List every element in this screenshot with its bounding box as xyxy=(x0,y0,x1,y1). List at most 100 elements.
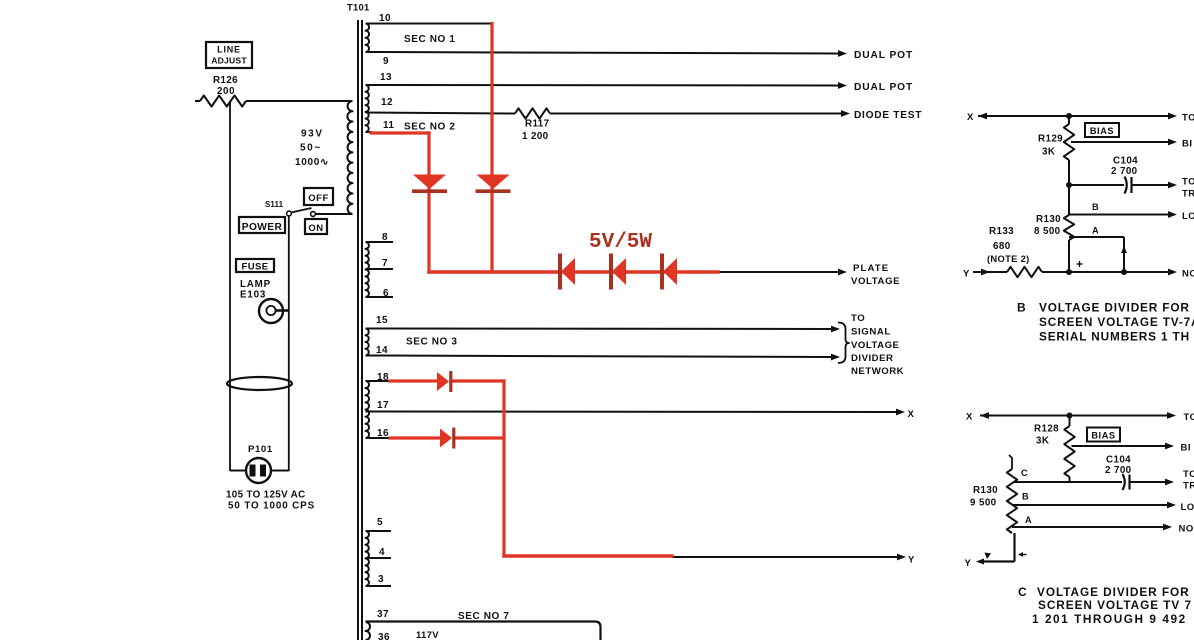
svg-text:X: X xyxy=(967,112,974,123)
svg-text:105 TO 125V AC: 105 TO 125V AC xyxy=(226,490,306,501)
svg-text:X: X xyxy=(966,412,973,423)
svg-text:R130: R130 xyxy=(973,485,998,496)
svg-text:8: 8 xyxy=(382,232,388,243)
svg-text:C104: C104 xyxy=(1113,156,1138,167)
svg-text:6: 6 xyxy=(383,288,389,299)
svg-text:DUAL POT: DUAL POT xyxy=(854,50,913,61)
svg-text:NETWORK: NETWORK xyxy=(851,366,904,377)
svg-text:SCREEN VOLTAGE TV 7: SCREEN VOLTAGE TV 7 xyxy=(1038,598,1192,612)
svg-text:680: 680 xyxy=(993,241,1011,252)
svg-text:DUAL POT: DUAL POT xyxy=(854,82,913,93)
svg-text:BIAS: BIAS xyxy=(1091,431,1115,441)
svg-text:5: 5 xyxy=(377,517,383,528)
svg-text:OFF: OFF xyxy=(308,193,329,204)
svg-text:1 200: 1 200 xyxy=(522,131,549,142)
svg-text:R130: R130 xyxy=(1036,214,1061,225)
svg-text:15: 15 xyxy=(376,315,388,326)
svg-text:50~: 50~ xyxy=(300,143,322,154)
svg-text:3: 3 xyxy=(378,574,384,585)
svg-text:12: 12 xyxy=(381,97,393,108)
svg-text:SEC NO 3: SEC NO 3 xyxy=(406,337,457,348)
svg-text:117V: 117V xyxy=(416,630,439,640)
svg-text:50 TO 1000 CPS: 50 TO 1000 CPS xyxy=(228,501,315,512)
svg-text:LO: LO xyxy=(1182,211,1194,222)
svg-text:SCREEN VOLTAGE TV-7A: SCREEN VOLTAGE TV-7A xyxy=(1039,315,1194,329)
svg-text:16: 16 xyxy=(377,428,389,439)
svg-text:SEC NO 1: SEC NO 1 xyxy=(404,34,455,45)
svg-text:TO: TO xyxy=(851,313,865,324)
svg-text:8 500: 8 500 xyxy=(1034,226,1061,237)
svg-text:NO: NO xyxy=(1182,269,1194,280)
svg-text:Y: Y xyxy=(963,269,970,280)
svg-text:3K: 3K xyxy=(1042,147,1055,158)
svg-text:DIODE TEST: DIODE TEST xyxy=(854,110,922,121)
svg-text:R133: R133 xyxy=(989,226,1014,237)
svg-text:7: 7 xyxy=(382,258,388,269)
svg-text:200: 200 xyxy=(217,86,235,97)
svg-text:SEC NO 2: SEC NO 2 xyxy=(404,122,455,133)
svg-text:14: 14 xyxy=(376,345,388,356)
svg-text:TR: TR xyxy=(1182,189,1194,200)
svg-text:R128: R128 xyxy=(1034,424,1059,435)
svg-text:LO: LO xyxy=(1181,502,1194,513)
svg-text:VOLTAGE DIVIDER FOR: VOLTAGE DIVIDER FOR xyxy=(1037,585,1190,599)
svg-text:POWER: POWER xyxy=(242,222,283,233)
svg-text:11: 11 xyxy=(383,120,394,131)
svg-text:4: 4 xyxy=(379,547,385,558)
svg-text:C104: C104 xyxy=(1106,455,1131,466)
svg-text:18: 18 xyxy=(377,372,389,383)
svg-text:13: 13 xyxy=(380,72,392,83)
svg-text:SERIAL NUMBERS 1 TH: SERIAL NUMBERS 1 TH xyxy=(1039,330,1190,344)
svg-text:VOLTAGE: VOLTAGE xyxy=(851,340,900,351)
svg-text:17: 17 xyxy=(377,400,389,411)
svg-text:2 700: 2 700 xyxy=(1111,166,1138,177)
svg-text:SEC NO 7: SEC NO 7 xyxy=(458,611,509,622)
svg-text:ON: ON xyxy=(308,223,323,234)
svg-text:BI: BI xyxy=(1182,139,1193,150)
svg-text:A: A xyxy=(1092,226,1099,236)
svg-text:10: 10 xyxy=(379,13,391,24)
svg-text:C: C xyxy=(1018,585,1027,599)
svg-text:37: 37 xyxy=(377,609,389,620)
svg-text:B: B xyxy=(1092,202,1099,212)
svg-text:1000∿: 1000∿ xyxy=(295,157,329,168)
svg-text:TR: TR xyxy=(1183,481,1194,492)
svg-text:DIVIDER: DIVIDER xyxy=(851,353,893,364)
svg-text:SIGNAL: SIGNAL xyxy=(851,327,891,338)
svg-text:X: X xyxy=(908,409,915,420)
svg-text:R129: R129 xyxy=(1038,134,1063,145)
svg-text:C: C xyxy=(1021,468,1028,478)
svg-text:PLATE: PLATE xyxy=(853,263,889,274)
svg-text:S111: S111 xyxy=(265,200,284,209)
svg-text:P101: P101 xyxy=(248,444,273,455)
svg-text:9 500: 9 500 xyxy=(970,498,997,509)
svg-text:R117: R117 xyxy=(525,119,550,130)
svg-text:BIAS: BIAS xyxy=(1090,126,1114,136)
svg-text:LAMP: LAMP xyxy=(240,279,271,290)
svg-text:T101: T101 xyxy=(347,2,370,13)
svg-text:LINE: LINE xyxy=(217,45,241,55)
svg-text:B: B xyxy=(1022,492,1029,502)
svg-text:1 201 THROUGH 9 492: 1 201 THROUGH 9 492 xyxy=(1032,612,1187,626)
svg-text:9: 9 xyxy=(383,56,389,67)
svg-text:2 700: 2 700 xyxy=(1105,465,1132,476)
svg-text:NO: NO xyxy=(1179,524,1194,535)
svg-text:ADJUST: ADJUST xyxy=(211,56,247,66)
svg-text:VOLTAGE DIVIDER FOR I: VOLTAGE DIVIDER FOR I xyxy=(1039,301,1194,315)
svg-text:93V: 93V xyxy=(301,129,324,140)
svg-text:Y: Y xyxy=(965,558,972,569)
svg-text:BI: BI xyxy=(1181,443,1192,454)
svg-text:FUSE: FUSE xyxy=(242,262,269,273)
svg-text:5V/5W: 5V/5W xyxy=(589,231,652,254)
svg-text:(NOTE 2): (NOTE 2) xyxy=(987,253,1030,264)
svg-text:TO: TO xyxy=(1182,177,1194,188)
svg-text:36: 36 xyxy=(378,632,390,640)
svg-text:TO: TO xyxy=(1184,412,1194,423)
svg-text:VOLTAGE: VOLTAGE xyxy=(851,276,900,287)
svg-text:Y: Y xyxy=(908,555,915,566)
svg-text:TO: TO xyxy=(1182,113,1194,124)
svg-text:E103: E103 xyxy=(240,290,266,301)
svg-text:TO: TO xyxy=(1183,469,1194,480)
svg-text:R126: R126 xyxy=(213,75,238,86)
svg-text:3K: 3K xyxy=(1036,436,1049,447)
